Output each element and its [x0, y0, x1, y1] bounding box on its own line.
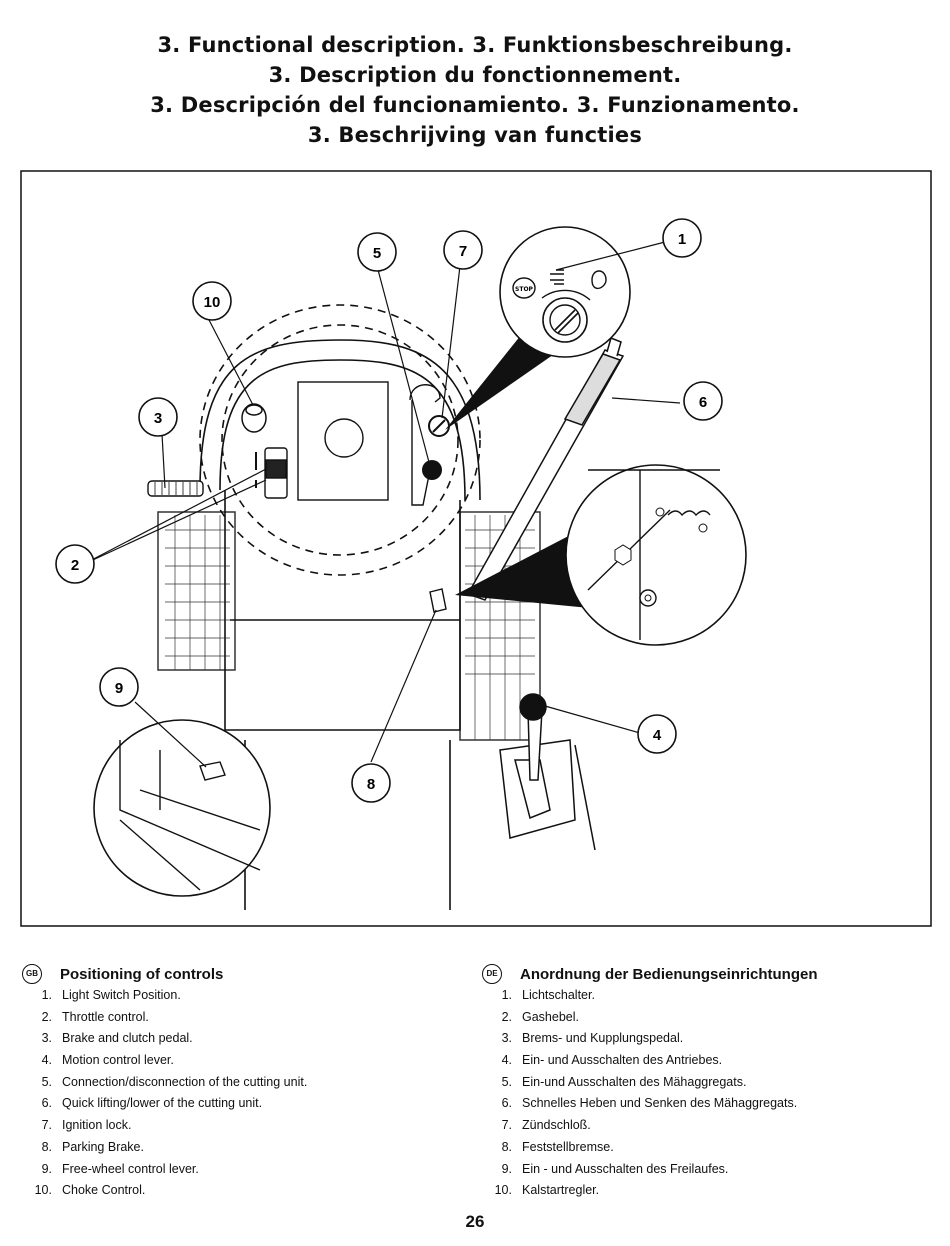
svg-text:9: 9: [115, 680, 123, 697]
list-item: 7.Ignition lock.: [41, 1118, 132, 1133]
title-line-1: 3. Functional description. 3. Funktionsb…: [157, 33, 793, 57]
legend-english-heading-row: GB Positioning of controls: [22, 964, 442, 984]
list-item: 4.Ein- und Ausschalten des Antriebes.: [501, 1053, 723, 1068]
callout-4: 4: [637, 714, 677, 754]
list-item: 3.Brems- und Kupplungspedal.: [501, 1031, 684, 1046]
list-item: 1.Lichtschalter.: [501, 988, 595, 1002]
page-number: 26: [465, 1212, 485, 1231]
list-item: 1.Light Switch Position.: [41, 988, 181, 1002]
svg-text:4: 4: [653, 727, 662, 744]
callout-9: 9: [99, 667, 139, 707]
callout-5: 5: [357, 232, 397, 272]
brake-pedal-shape: [147, 480, 204, 497]
list-item: 3.Brake and clutch pedal.: [41, 1031, 193, 1046]
callout-8: 8: [351, 763, 391, 803]
title-line-4: 3. Beschrijving van functies: [307, 123, 643, 147]
list-item: 8.Feststellbremse.: [501, 1139, 614, 1154]
callout-7: 7: [443, 230, 483, 270]
svg-text:5: 5: [373, 245, 381, 262]
gb-flag-icon: GB: [22, 964, 42, 984]
list-item: 9.Free-wheel control lever.: [41, 1161, 199, 1176]
callout-10: 10: [192, 281, 232, 321]
list-item: 6.Quick lifting/lower of the cutting uni…: [41, 1096, 263, 1111]
svg-text:10: 10: [204, 294, 221, 311]
list-item: 2.Gashebel.: [501, 1009, 579, 1024]
legend-german: DE Anordnung der Bedienungseinrichtungen…: [482, 964, 902, 1203]
controls-diagram: STOP: [20, 170, 932, 927]
motion-lever-shape: [499, 693, 596, 851]
stop-label: STOP: [515, 286, 534, 293]
list-item: 10.Choke Control.: [34, 1183, 146, 1198]
legend-german-list: 1.Lichtschalter. 2.Gashebel. 3.Brems- un…: [482, 986, 902, 1203]
title-line-2: 3. Description du fonctionnement.: [268, 63, 682, 87]
lift-lever-shape: [466, 336, 625, 601]
svg-text:2: 2: [71, 557, 79, 574]
list-item: 6.Schnelles Heben und Senken des Mähaggr…: [501, 1096, 798, 1111]
legend-german-heading-row: DE Anordnung der Bedienungseinrichtungen: [482, 964, 902, 984]
svg-text:7: 7: [459, 243, 467, 260]
legend-german-heading: Anordnung der Bedienungseinrichtungen: [520, 965, 818, 983]
throttle-control-shape: [255, 447, 288, 499]
svg-text:1: 1: [678, 231, 686, 248]
list-item: 5.Connection/disconnection of the cuttin…: [41, 1074, 308, 1089]
callout-3: 3: [138, 397, 178, 437]
list-item: 10.Kalstartregler.: [494, 1183, 600, 1198]
dashed-rings: [199, 304, 481, 576]
callout-2: 2: [55, 544, 95, 584]
parking-brake-shape: [429, 588, 447, 613]
list-item: 7.Zündschloß.: [501, 1118, 591, 1133]
list-item: 4.Motion control lever.: [41, 1053, 174, 1068]
freewheel-zoom: [93, 719, 271, 897]
choke-knob-shape: [241, 403, 267, 433]
svg-text:8: 8: [367, 776, 375, 793]
list-item: 2.Throttle control.: [41, 1009, 149, 1024]
callouts: 1 2 3 4 5 6 7 8: [55, 218, 723, 803]
lift-lever-zoom: [455, 464, 747, 646]
legend-english-heading: Positioning of controls: [60, 965, 224, 983]
legend-english: GB Positioning of controls 1.Light Switc…: [22, 964, 442, 1203]
svg-text:3: 3: [154, 410, 162, 427]
title-block: 3. Functional description. 3. Funktionsb…: [0, 30, 950, 150]
left-mesh: [157, 511, 236, 671]
list-item: 8.Parking Brake.: [41, 1139, 144, 1154]
legend-english-list: 1.Light Switch Position. 2.Throttle cont…: [22, 986, 442, 1203]
list-item: 5.Ein-und Ausschalten des Mähaggregats.: [501, 1074, 747, 1089]
leader-lines: [81, 241, 681, 768]
callout-1: 1: [662, 218, 702, 258]
de-flag-icon: DE: [482, 964, 502, 984]
title-line-3: 3. Descripción del funcionamiento. 3. Fu…: [150, 93, 800, 117]
list-item: 9.Ein - und Ausschalten des Freilaufes.: [501, 1161, 729, 1176]
callout-6: 6: [683, 381, 723, 421]
svg-text:6: 6: [699, 394, 707, 411]
